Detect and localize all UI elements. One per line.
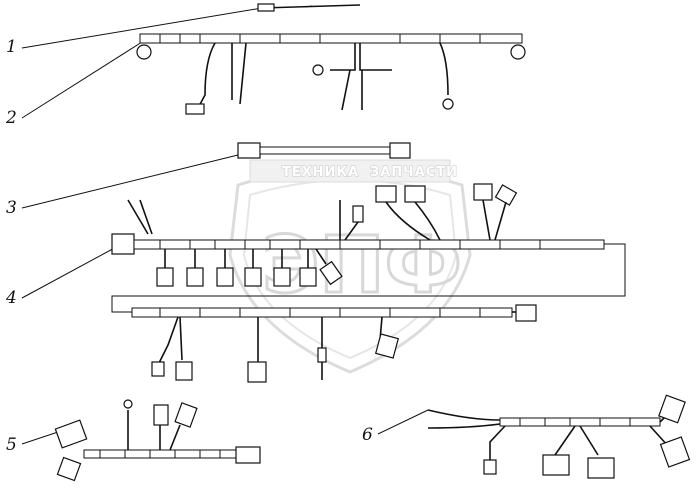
harness-4-lower-connector-3: [247, 361, 267, 383]
harness-2-left-ring: [136, 44, 152, 60]
harness-6-connector-5: [659, 436, 691, 468]
harness-4-top-connector-1: [375, 185, 397, 203]
harness-4-top-branch-4: [494, 201, 507, 241]
leader-line-5: [21, 431, 59, 445]
harness-6-connector-1: [483, 459, 497, 475]
harness-4-drop-connector-3: [216, 267, 234, 287]
watermark-banner: [249, 159, 451, 183]
harness-2-ring-h: [442, 98, 454, 110]
harness-6-branch-2: [554, 425, 576, 456]
harness-3-connector-right: [389, 142, 411, 159]
leader-line-6: [377, 409, 429, 435]
watermark-logo: ЭПФ: [262, 221, 462, 311]
harness-4-top-branch-1: [385, 201, 431, 241]
harness-2-branch-f: [341, 69, 351, 111]
harness-5-connector-left: [54, 419, 88, 449]
harness-2-branch-e: [359, 43, 392, 71]
harness-4-lower-connector-4: [317, 347, 327, 363]
harness-6-wire-2: [427, 423, 501, 429]
harness-4-drop-connector-1: [156, 267, 174, 287]
harness-4-top-connector-4: [494, 184, 518, 206]
harness-4-top-connector-5: [352, 205, 364, 223]
harness-3-connector-left: [237, 142, 261, 159]
callout-4: 4: [5, 288, 17, 308]
harness-2-right-ring: [510, 44, 526, 60]
harness-3-loom: [259, 146, 391, 155]
harness-4-lower-end-connector: [515, 304, 537, 322]
harness-1: [257, 3, 361, 12]
harness-2-branch-d: [330, 43, 356, 71]
harness-4-lower-trunk: [131, 307, 513, 318]
callout-3: 3: [6, 198, 17, 218]
harness-1-gap: [304, 5, 313, 8]
harness-1-terminal: [257, 3, 275, 12]
harness-4-top-branch-5: [344, 221, 359, 241]
harness-4-drop-connector-7: [319, 260, 343, 286]
harness-4-lower-branch-1: [157, 316, 179, 366]
harness-2: [136, 33, 526, 115]
harness-4-drop-connector-6: [299, 267, 317, 287]
harness-3: [237, 142, 411, 159]
harness-4-main-connector: [111, 233, 135, 255]
harness-2-connector-a: [185, 103, 205, 115]
harness-2-ring-d: [312, 64, 324, 76]
leader-line-4: [21, 244, 121, 299]
harness-4-top-branch-8: [139, 199, 153, 235]
harness-6-connector-2: [542, 454, 570, 476]
harness-4-drop-connector-4: [244, 267, 262, 287]
harness-5-ring: [123, 399, 133, 409]
harness-4-upper-trunk: [133, 239, 605, 250]
harness-6-loom: [499, 417, 661, 427]
harness-6-wire-1: [427, 409, 501, 421]
harness-4-lower-branch-2: [179, 316, 183, 361]
harness-4: [111, 183, 626, 383]
callout-2: 2: [5, 108, 17, 128]
harness-6-connector-3: [587, 457, 615, 479]
harness-6-branch-3: [579, 425, 599, 456]
leader-lines: [21, 7, 429, 445]
harness-4-drop-connector-5: [273, 267, 291, 287]
harness-2-branch-h: [439, 42, 449, 96]
harness-2-branch-c: [239, 42, 247, 105]
leader-line-1: [21, 7, 263, 49]
watermark-text-right: ЗАПЧАСТИ: [370, 165, 458, 180]
watermark: ТЕХНИКА ЗАПЧАСТИ ЭПФ: [228, 159, 472, 374]
harness-5-loom: [83, 449, 237, 459]
harness-4-lower-connector-1: [151, 361, 165, 377]
harness-2-branch-a: [197, 42, 216, 109]
harness-4-drop-connector-2: [186, 267, 204, 287]
harness-4-lower-connector-5: [374, 333, 400, 359]
callout-6: 6: [362, 425, 373, 445]
harness-5-connector-right: [235, 446, 261, 464]
callout-5: 5: [6, 435, 17, 455]
harness-4-top-branch-7: [127, 199, 149, 235]
harness-4-top-connector-2: [404, 185, 426, 203]
harness-2-trunk: [139, 33, 523, 44]
harness-4-top-branch-3: [482, 199, 491, 241]
callout-1: 1: [6, 37, 17, 57]
harness-4-continuation-line: [111, 243, 626, 313]
harness-4-top-branch-2: [414, 201, 441, 241]
harness-5-connector-top-1: [153, 404, 169, 426]
harness-6-branch-1: [489, 425, 506, 462]
harness-6: [427, 394, 691, 479]
harness-4-lower-connector-2: [175, 361, 193, 381]
harness-5-connector-top-2: [174, 402, 198, 428]
harness-5: [54, 399, 261, 482]
leader-line-3: [21, 154, 239, 209]
harness-6-connector-4: [658, 394, 686, 424]
harness-5-connector-lower: [56, 456, 82, 482]
watermark-text-left: ТЕХНИКА: [282, 165, 359, 180]
harness-4-top-connector-3: [473, 183, 493, 201]
harness-5-branch-3: [169, 424, 181, 451]
leader-line-2: [21, 41, 143, 119]
callouts: 1 2 3 4 5 6: [5, 37, 373, 455]
